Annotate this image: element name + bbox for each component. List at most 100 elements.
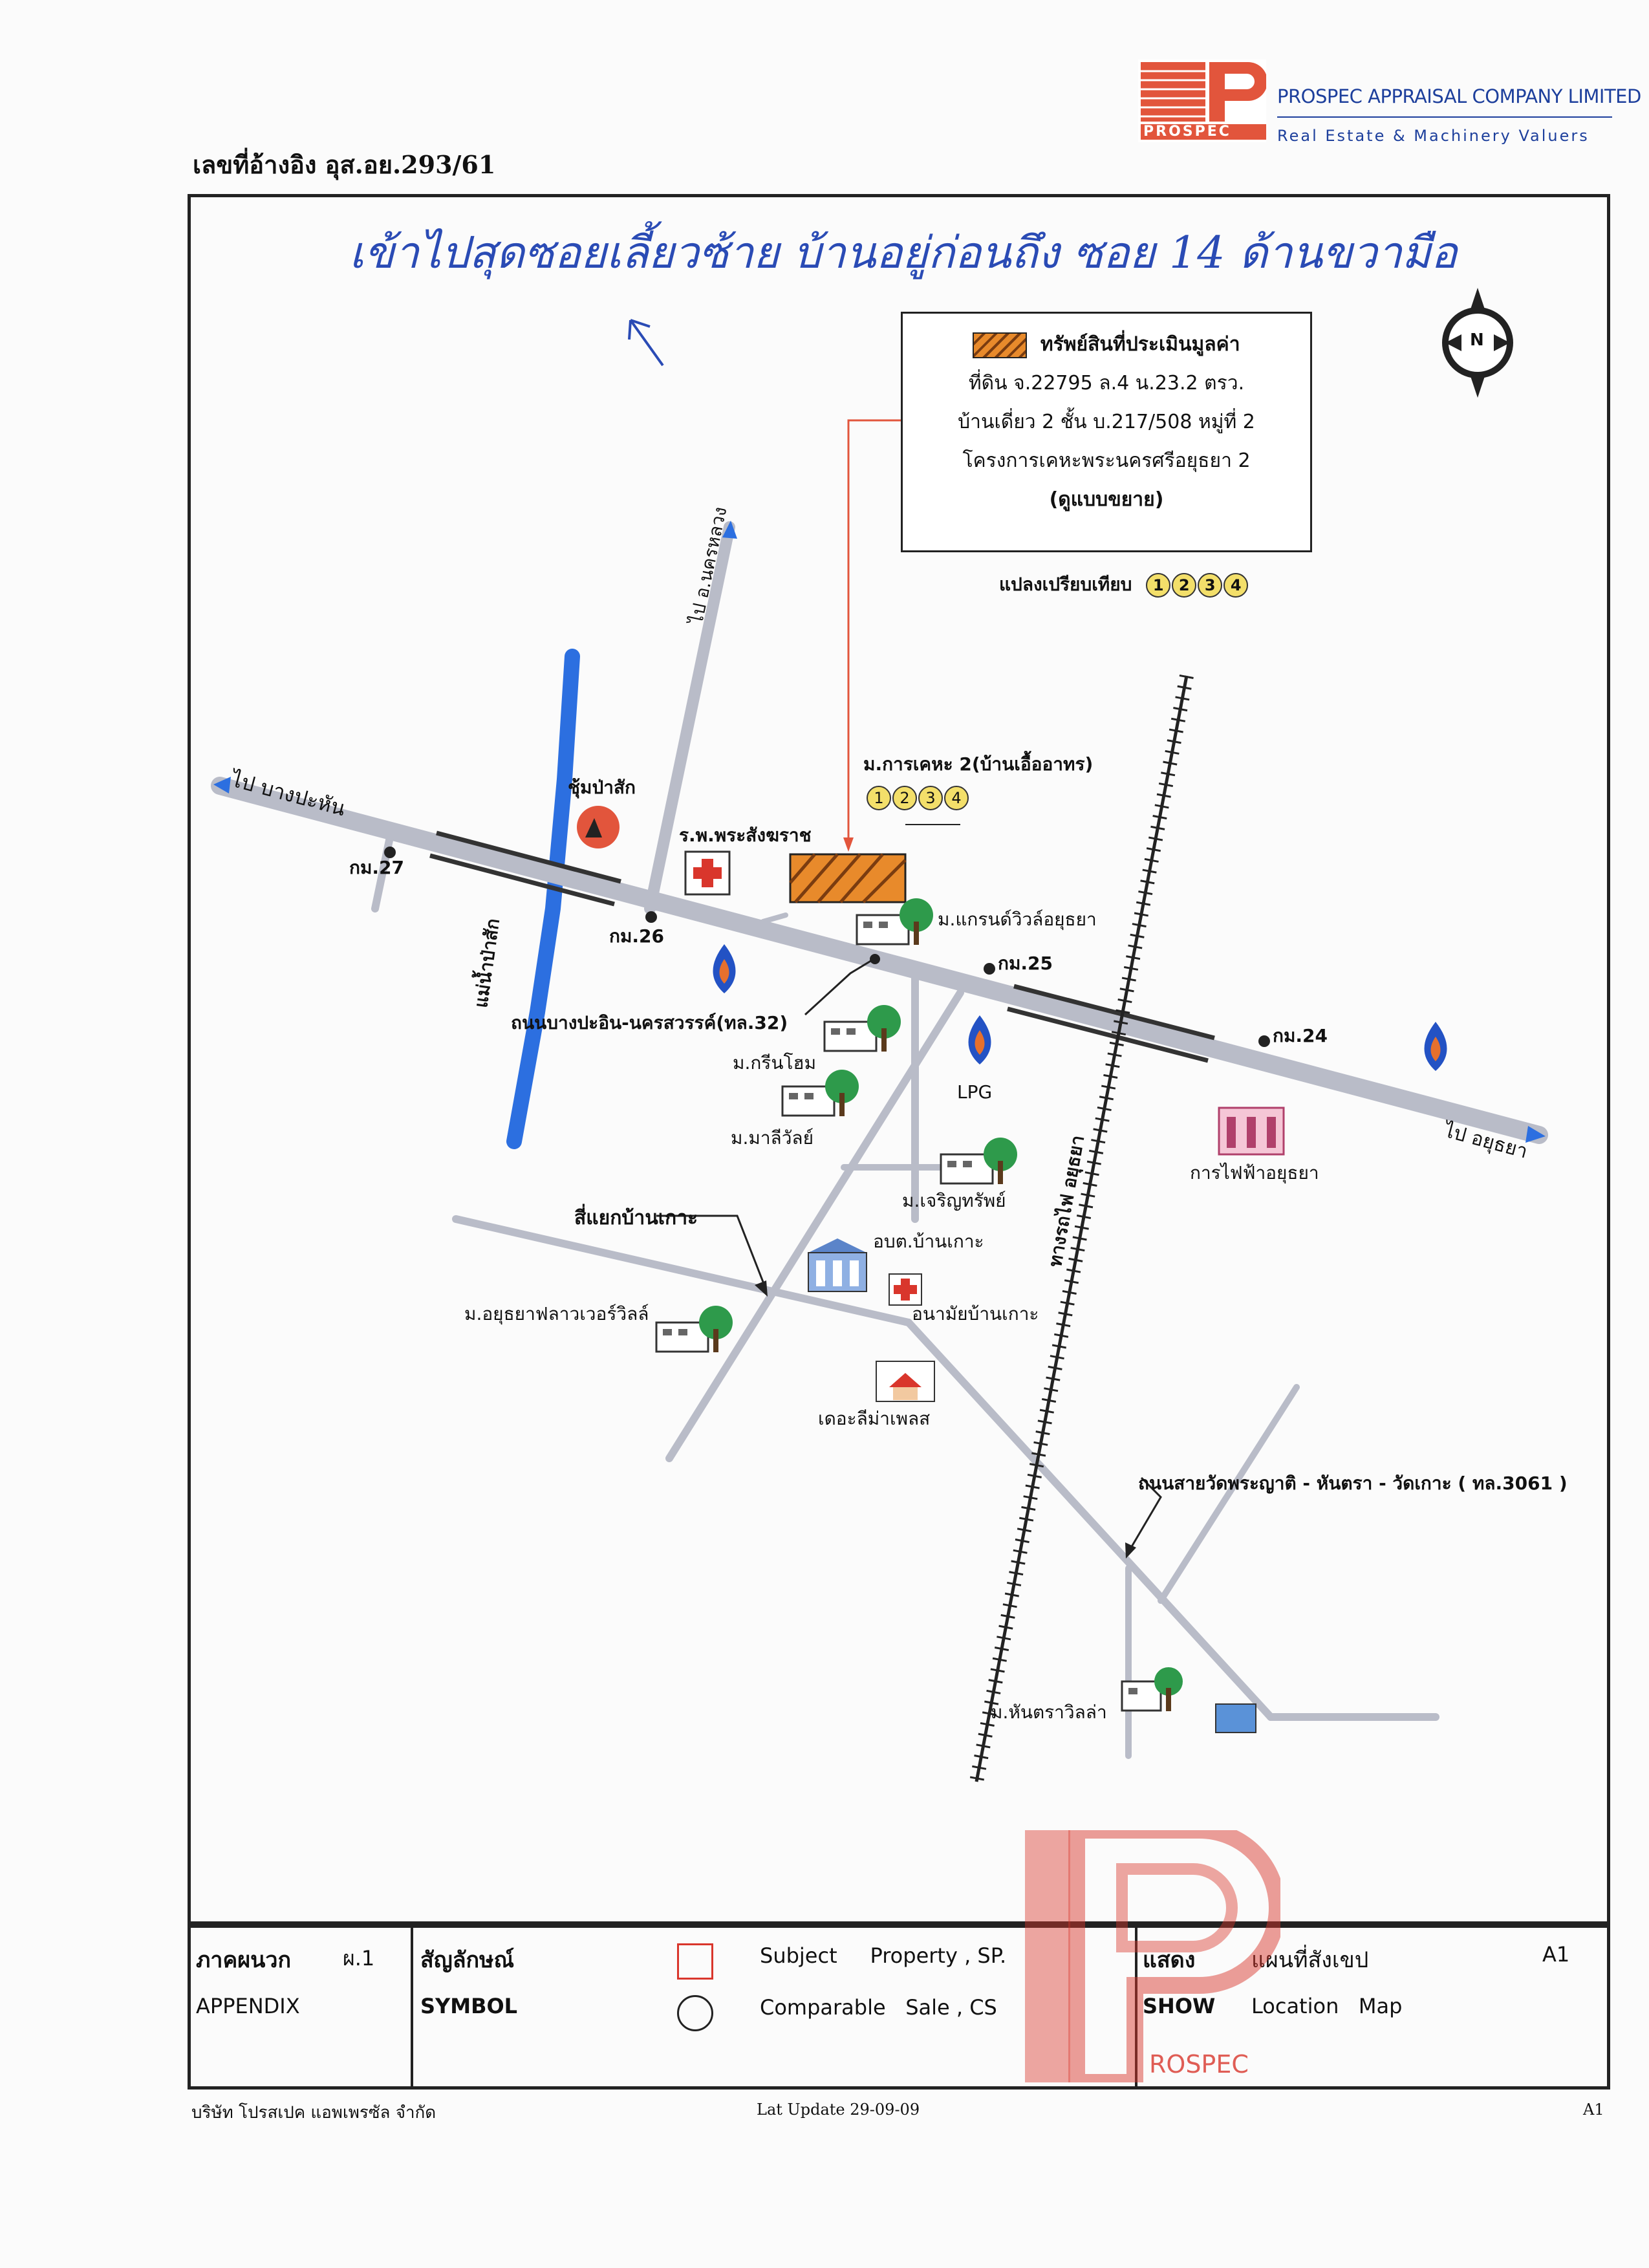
label-flower-river: ม.อยุธยาฟลาวเวอร์วิลล์ bbox=[464, 1303, 649, 1324]
label-chum-pa-sak: ชุ้มป่าสัก bbox=[568, 777, 636, 798]
km27-dot bbox=[384, 847, 396, 858]
label-road-3061: ถนนสายวัดพระญาติ - หันตรา - วัดเกาะ ( ทล… bbox=[1138, 1473, 1568, 1494]
label-malee-villa: ม.มาลีวัลย์ bbox=[731, 1127, 814, 1149]
arrow-bang-pahan bbox=[213, 777, 231, 794]
river-pa-sak bbox=[506, 649, 580, 1149]
legend-appendix-en: APPENDIX bbox=[196, 1994, 300, 2018]
legend-comparable-circle bbox=[677, 1995, 713, 2031]
comparable-marker-3: 3 bbox=[1198, 573, 1223, 598]
bridge-west-1 bbox=[436, 830, 621, 884]
fuel-station-icon-1 bbox=[713, 944, 736, 993]
company-logo: PROSPEC bbox=[1138, 59, 1267, 142]
reference-number: เลขที่อ้างอิง อุส.อย.293/61 bbox=[193, 150, 496, 179]
label-lpg: LPG bbox=[957, 1081, 993, 1103]
arrow-ayutthaya bbox=[1525, 1126, 1546, 1143]
label-km26: กม.26 bbox=[609, 925, 665, 947]
label-pea: การไฟฟ้าอยุธยา bbox=[1190, 1162, 1319, 1183]
company-tagline: Real Estate & Machinery Valuers bbox=[1277, 127, 1590, 145]
map-drawing bbox=[211, 319, 1548, 1784]
project-marker-1: 1 bbox=[867, 786, 891, 810]
building-icon-east bbox=[1215, 1703, 1256, 1733]
label-health: อนามัยบ้านเกาะ bbox=[912, 1303, 1039, 1324]
comparables-title: แปลงเปรียบเทียบ bbox=[999, 574, 1132, 595]
label-charoen-sap: ม.เจริญทรัพย์ bbox=[902, 1190, 1006, 1211]
subject-box-line4: (ดูแบบขยาย) bbox=[1049, 488, 1164, 511]
village-icon-hantra bbox=[1121, 1667, 1183, 1712]
footer-company: บริษัท โปรสเปค แอพเพรซัล จำกัด bbox=[191, 2103, 436, 2122]
company-name: PROSPEC APPRAISAL COMPANY LIMITED bbox=[1277, 85, 1641, 107]
road-to-nakhon-luang bbox=[644, 521, 735, 914]
project-marker-3: 3 bbox=[918, 786, 943, 810]
legend-subject-property: Subject Property , SP. bbox=[760, 1943, 1007, 1968]
comparable-marker-4: 4 bbox=[1223, 573, 1249, 598]
road-km27-branch bbox=[371, 827, 395, 913]
label-hantra-villa: ม.หันตราวิลล่า bbox=[991, 1701, 1107, 1723]
handwritten-arrow bbox=[628, 319, 664, 367]
label-km27: กม.27 bbox=[349, 857, 405, 878]
subject-box-line3: โครงการเคหะพระนครศรีอยุธยา 2 bbox=[962, 449, 1251, 472]
comparable-marker-2: 2 bbox=[1172, 573, 1197, 598]
village-icon-malee bbox=[781, 1070, 859, 1117]
legend-code: A1 bbox=[1542, 1942, 1570, 1967]
label-km24: กม.24 bbox=[1273, 1025, 1328, 1046]
legend-map-th: แผนที่สังเขป bbox=[1251, 1947, 1369, 1973]
legend-appendix-no: ผ.1 bbox=[343, 1946, 375, 1971]
the-lima-icon bbox=[876, 1361, 935, 1402]
compass-icon: N bbox=[1436, 288, 1520, 398]
label-grand-ville: ม.แกรนด์วิวล์อยุธยา bbox=[938, 909, 1097, 930]
subject-box-line2: บ้านเดี่ยว 2 ชั้น บ.217/508 หมู่ที่ 2 bbox=[958, 411, 1255, 433]
legend-symbol-en: SYMBOL bbox=[420, 1994, 518, 2018]
legend-symbol-th: สัญลักษณ์ bbox=[420, 1947, 515, 1973]
handwritten-note: เข้าไปสุดซอยเลี้ยวซ้าย บ้านอยู่ก่อนถึง ซ… bbox=[349, 228, 1458, 279]
subject-box-title-row: ทรัพย์สินที่ประเมินมูลค่า bbox=[903, 325, 1310, 364]
label-hospital: ร.พ.พระสังฆราช bbox=[679, 825, 812, 846]
company-stamp: ROSPEC bbox=[1025, 1822, 1286, 2091]
project-marker-4: 4 bbox=[944, 786, 969, 810]
road-hantra-east bbox=[1158, 1384, 1300, 1604]
subject-swatch bbox=[973, 332, 1028, 358]
label-km25: กม.25 bbox=[998, 953, 1053, 974]
fuel-station-icon-3 bbox=[1424, 1022, 1447, 1071]
legend-show-th: แสดง bbox=[1143, 1947, 1196, 1973]
legend-box: ภาคผนวก ผ.1 APPENDIX สัญลักษณ์ SYMBOL Su… bbox=[188, 1925, 1610, 2090]
map-frame bbox=[188, 194, 1610, 1925]
compass-north-label: N bbox=[1470, 330, 1484, 350]
road-3061-cont bbox=[905, 1319, 1275, 1721]
subject-info-box: ทรัพย์สินที่ประเมินมูลค่า ที่ดิน จ.22795… bbox=[901, 312, 1312, 552]
railway-ties bbox=[969, 674, 1194, 1784]
village-icon-flower bbox=[655, 1306, 733, 1353]
village-icon-charoen bbox=[940, 1138, 1017, 1185]
project-label: ม.การเคหะ 2(บ้านเอื้ออาทร) bbox=[863, 753, 1094, 775]
road-3061 bbox=[452, 1215, 912, 1326]
legend-subject-square bbox=[677, 1943, 713, 1980]
obt-building-icon bbox=[808, 1238, 867, 1292]
bridge-east-2 bbox=[1007, 1006, 1209, 1063]
bridge-west-2 bbox=[429, 853, 615, 907]
km24-dot bbox=[1258, 1035, 1270, 1047]
subject-leader bbox=[847, 419, 904, 844]
footer-last-update: Lat Update 29-09-09 bbox=[757, 2101, 920, 2119]
label-green-home: ม.กรีนโฮม bbox=[733, 1052, 817, 1074]
legend-comparable-sale: Comparable Sale , CS bbox=[760, 1995, 997, 2020]
landmark-icon bbox=[577, 806, 620, 848]
village-icon-grand-ville bbox=[856, 898, 933, 945]
km25-dot bbox=[984, 963, 995, 975]
bridge-east-1 bbox=[1013, 984, 1215, 1041]
main-road-dot bbox=[870, 954, 880, 964]
fuel-station-icon-lpg bbox=[968, 1015, 991, 1064]
pea-building-icon bbox=[1218, 1107, 1285, 1156]
label-the-lima: เดอะลีม่าเพลส bbox=[818, 1408, 931, 1429]
road-project bbox=[760, 913, 788, 924]
arrow-nakhon-luang bbox=[722, 521, 737, 539]
project-marker-2: 2 bbox=[892, 786, 917, 810]
logo-text: PROSPEC bbox=[1143, 124, 1231, 140]
stamp-text: ROSPEC bbox=[1149, 2050, 1249, 2079]
subject-box-title: ทรัพย์สินที่ประเมินมูลค่า bbox=[1040, 333, 1240, 356]
km26-dot bbox=[645, 911, 657, 923]
village-icon-green-home bbox=[823, 1005, 901, 1052]
comparable-marker-1: 1 bbox=[1146, 573, 1171, 598]
footer-code: A1 bbox=[1583, 2101, 1604, 2119]
